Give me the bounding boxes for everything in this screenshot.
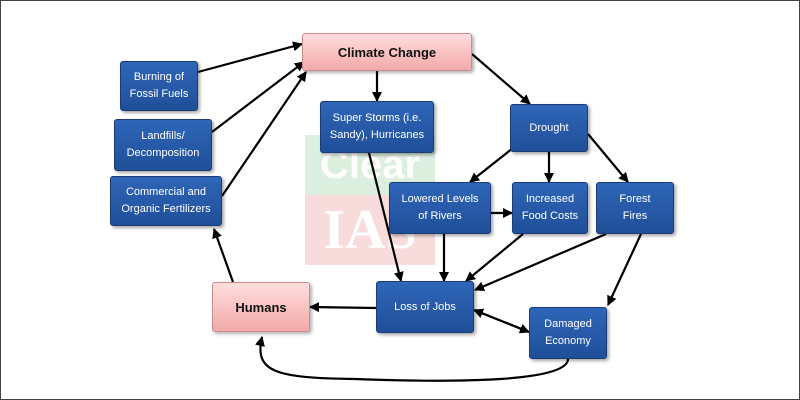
node-loss-of-jobs: Loss of Jobs: [376, 281, 474, 333]
arrow-drought-to-lowered-rivers: [469, 147, 514, 183]
node-drought: Drought: [510, 104, 588, 152]
arrow-drought-to-forest-fires: [587, 133, 629, 183]
node-commercial-organic-fertilizers: Commercial and Organic Fertilizers: [110, 176, 222, 226]
node-increased-food-costs: Increased Food Costs: [512, 182, 588, 234]
node-landfills-decomposition: Landfills/ Decomposition: [114, 119, 212, 171]
arrow-forest-fires-to-loss-of-jobs: [474, 232, 607, 292]
node-forest-fires: Forest Fires: [596, 182, 674, 234]
node-burning-fossil-fuels: Burning of Fossil Fuels: [120, 61, 198, 111]
node-climate-change: Climate Change: [302, 33, 472, 71]
arrow-landfills-to-climate-change: [211, 61, 305, 133]
node-super-storms-hurricanes: Super Storms (i.e. Sandy), Hurricanes: [320, 101, 434, 153]
arrow-loss-of-jobs-to-humans: [309, 302, 377, 313]
node-damaged-economy: Damaged Economy: [529, 307, 607, 359]
arrow-fertilizers-to-climate-change: [221, 71, 307, 197]
arrow-humans-to-fertilizers: [212, 228, 235, 283]
arrow-damaged-economy-to-humans: [255, 336, 570, 382]
node-humans: Humans: [212, 282, 310, 332]
arrow-super-storms-to-loss-of-jobs: [367, 152, 404, 282]
arrow-burning-fossil-fuels-to-climate-change: [197, 41, 303, 74]
arrow-climate-change-to-drought: [471, 53, 531, 105]
arrow-damaged-economy-to-loss-of-jobs: [473, 308, 530, 334]
node-lowered-levels-of-rivers: Lowered Levels of Rivers: [389, 182, 491, 234]
arrow-food-costs-to-loss-of-jobs: [465, 233, 524, 282]
arrow-forest-fires-to-damaged-economy: [607, 233, 642, 306]
